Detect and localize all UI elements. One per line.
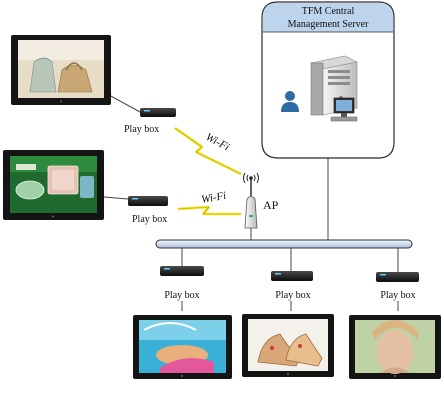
user-icon	[281, 91, 299, 112]
server-title-line2: Management Server	[288, 19, 369, 30]
display-screen-beach	[133, 315, 232, 379]
wifi-link-top	[174, 126, 242, 176]
server-title-line1: TFM Central	[302, 6, 355, 17]
display-screen-handbags	[11, 35, 111, 105]
play-box-icon	[140, 108, 176, 117]
connection-lines	[103, 94, 399, 311]
play-box-label: Play box	[164, 290, 199, 301]
wifi-link-bottom	[177, 205, 241, 216]
play-box-label: Play box	[124, 124, 159, 135]
play-box-label: Play box	[380, 290, 415, 301]
server-panel: TFM Central Management Server	[261, 1, 395, 159]
network-bus	[155, 239, 413, 249]
play-box-label: Play box	[275, 290, 310, 301]
play-box-icon	[271, 271, 313, 281]
play-box-icon	[160, 266, 204, 276]
play-box-icon	[376, 272, 419, 282]
access-point-icon	[243, 172, 259, 229]
wifi-label-top: Wi-Fi	[204, 131, 232, 153]
display-screen-cosmetics	[3, 150, 104, 220]
display-screen-portrait	[349, 315, 441, 379]
ap-label: AP	[263, 198, 279, 212]
play-box-label: Play box	[132, 214, 167, 225]
wifi-label-bottom: Wi-Fi	[200, 190, 227, 206]
display-screen-shoes	[242, 314, 334, 377]
play-box-icon	[128, 196, 168, 206]
server-panel-header	[263, 3, 393, 32]
monitor-icon	[330, 97, 358, 122]
